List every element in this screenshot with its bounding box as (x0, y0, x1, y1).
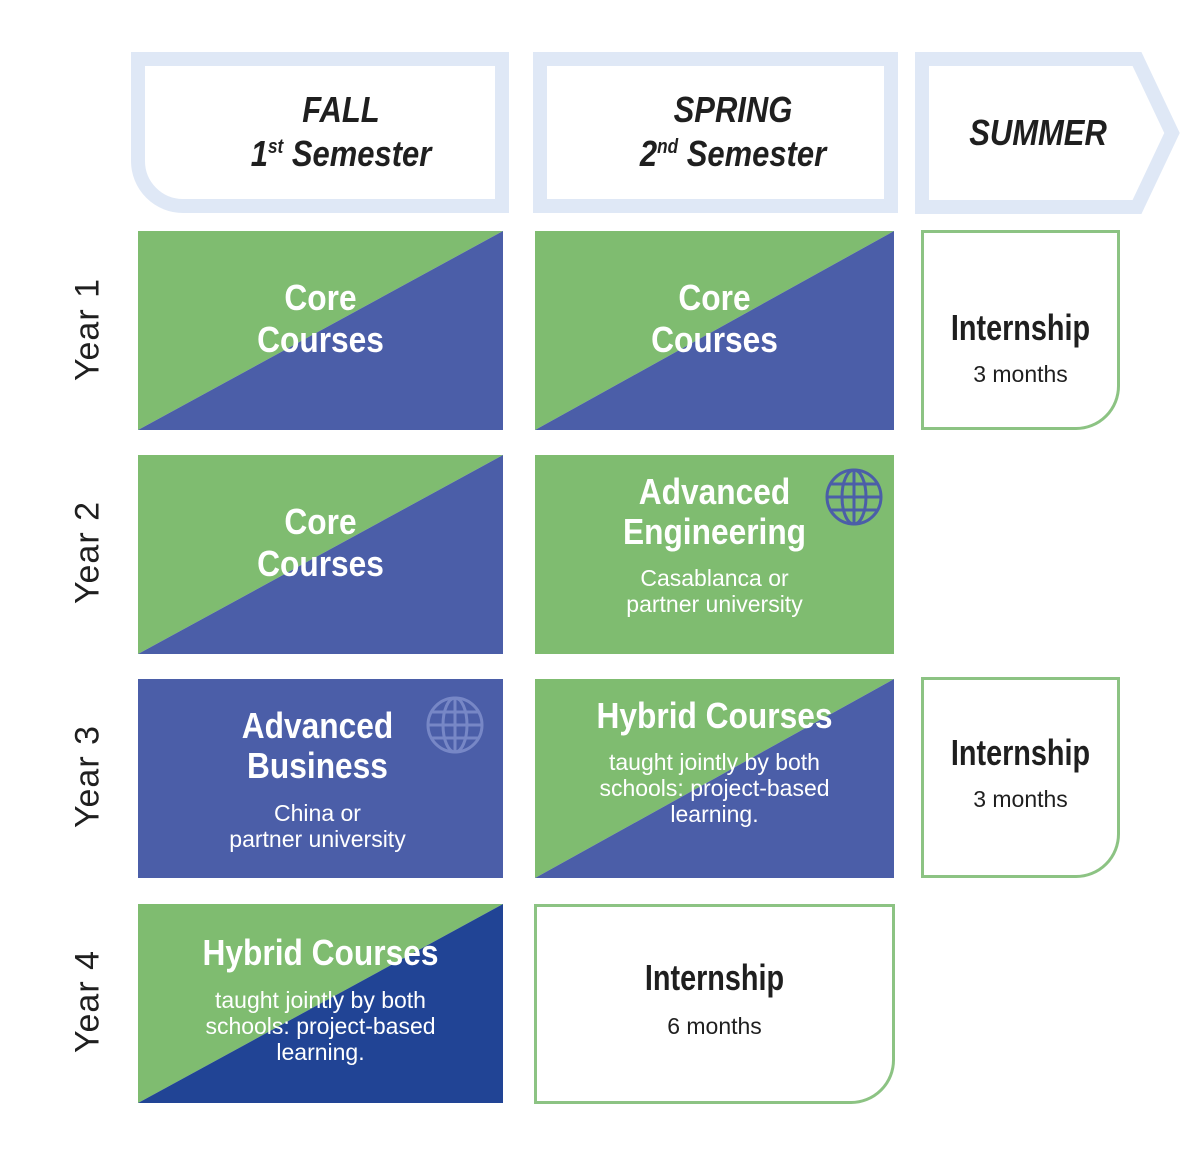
header-fall-frame (131, 52, 509, 213)
header-spring-title: SPRING (673, 89, 793, 130)
diagonal-split-background (535, 679, 894, 878)
year-1-label: Year 1 (68, 277, 107, 382)
header-summer-arrow (915, 52, 1180, 214)
globe-icon (426, 696, 484, 754)
diagonal-split-background (138, 455, 503, 654)
cell-year1-summer-internship: Internship 3 months (921, 230, 1120, 430)
header-fall-semester: 1st Semester (250, 133, 432, 174)
header-summer-title: SUMMER (969, 112, 1107, 153)
header-spring-frame (533, 52, 898, 213)
internship-duration: 3 months (973, 786, 1068, 812)
internship-title: Internship (644, 957, 785, 998)
diagonal-split-background (138, 231, 503, 430)
header-fall-title: FALL (302, 89, 380, 130)
cell-year4-spring-internship: Internship 6 months (534, 904, 895, 1104)
header-spring-semester: 2nd Semester (639, 133, 827, 174)
year-3-label: Year 3 (68, 724, 107, 829)
cell-title: Hybrid Courses (596, 695, 833, 736)
globe-icon (825, 468, 883, 526)
internship-duration: 3 months (973, 361, 1068, 387)
year-2-label: Year 2 (68, 500, 107, 605)
year-4-label: Year 4 (68, 949, 107, 1054)
diagonal-split-background (138, 904, 503, 1103)
internship-duration: 6 months (667, 1013, 762, 1039)
diagonal-split-background (535, 231, 894, 430)
header-fall-label: FALL 1st Semester (172, 88, 509, 176)
cell-year3-summer-internship: Internship 3 months (921, 677, 1120, 878)
cell-title: Hybrid Courses (202, 932, 439, 973)
internship-title: Internship (950, 732, 1091, 773)
header-spring-label: SPRING 2nd Semester (561, 88, 905, 176)
internship-title: Internship (950, 307, 1091, 348)
